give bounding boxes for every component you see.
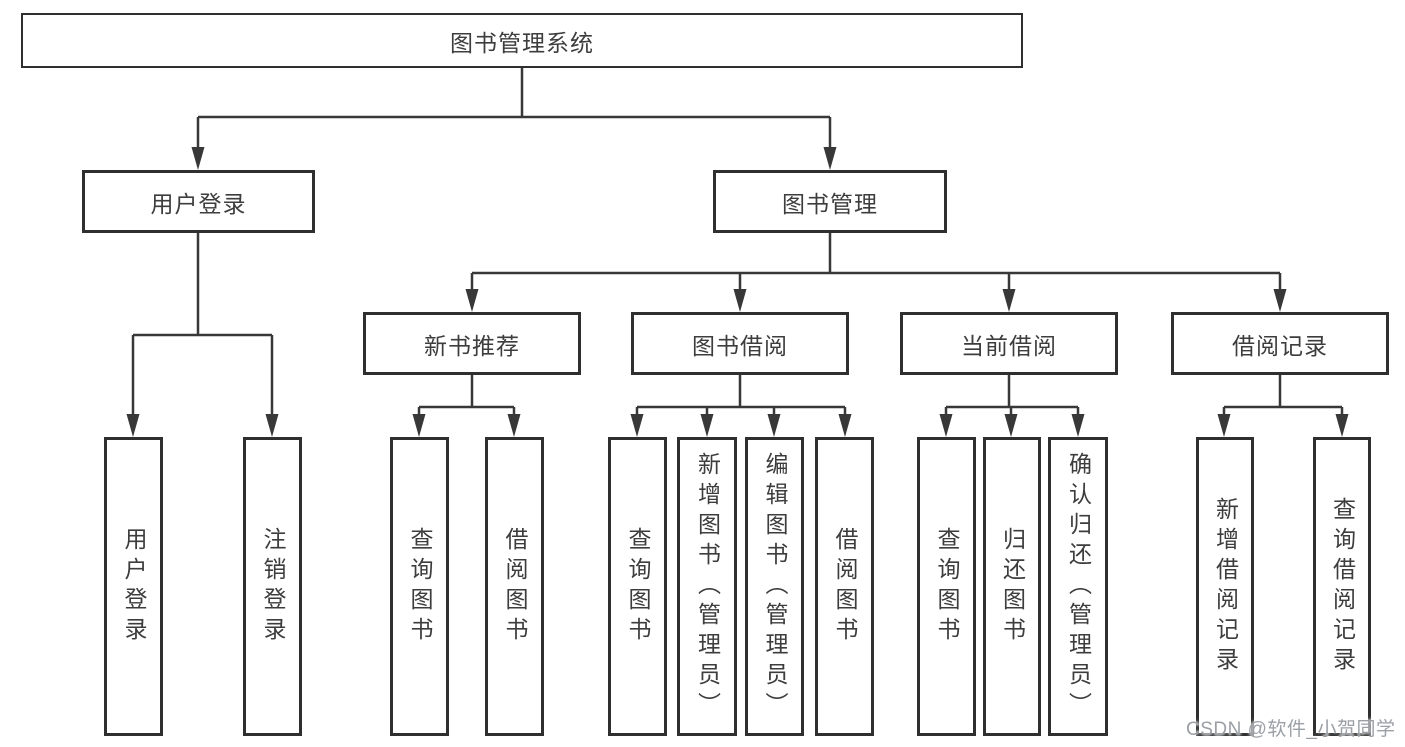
node-label: 注销登录 — [260, 526, 286, 647]
node-label: 图书管理 — [782, 190, 878, 217]
node-label: 借阅图书 — [832, 526, 858, 647]
node-label: 确认归还（管理员） — [1065, 451, 1092, 722]
leaf-borrow-books-recommend: 借阅图书 — [485, 437, 544, 736]
leaf-confirm-return-admin: 确认归还（管理员） — [1048, 437, 1108, 736]
node-label: 图书管理系统 — [450, 29, 594, 56]
node-label: 查询借阅记录 — [1329, 496, 1356, 677]
node-label: 归还图书 — [999, 526, 1026, 647]
node-current-borrowing: 当前借阅 — [900, 312, 1118, 375]
node-label: 查询图书 — [934, 526, 960, 647]
node-label: 新增借阅记录 — [1212, 496, 1239, 677]
leaf-query-books-recommend: 查询图书 — [390, 437, 449, 736]
leaf-borrow-books: 借阅图书 — [815, 437, 874, 736]
leaf-user-login: 用户登录 — [104, 437, 163, 736]
csdn-watermark: CSDN @软件_小贺同学 — [1186, 719, 1396, 740]
node-user-login-branch: 用户登录 — [82, 170, 315, 233]
node-label: 图书借阅 — [692, 332, 788, 359]
node-label: 借阅图书 — [502, 526, 528, 647]
arrow-down-icons — [126, 147, 1349, 437]
node-label: 新增图书（管理员） — [694, 451, 721, 722]
node-root-library-system: 图书管理系统 — [21, 13, 1023, 68]
leaf-query-books-current: 查询图书 — [917, 437, 976, 736]
node-label: 查询图书 — [407, 526, 433, 647]
node-book-borrowing: 图书借阅 — [631, 312, 849, 375]
node-new-book-recommend: 新书推荐 — [363, 312, 581, 375]
node-label: 新书推荐 — [424, 332, 520, 359]
leaf-edit-books-admin: 编辑图书（管理员） — [745, 437, 804, 736]
leaf-add-borrow-record: 新增借阅记录 — [1196, 437, 1254, 736]
leaf-query-borrow-record: 查询借阅记录 — [1313, 437, 1371, 736]
node-label: 借阅记录 — [1232, 332, 1328, 359]
node-book-management: 图书管理 — [713, 170, 947, 233]
leaf-add-books-admin: 新增图书（管理员） — [677, 437, 737, 736]
node-borrow-records: 借阅记录 — [1171, 312, 1389, 375]
node-label: 查询图书 — [625, 526, 651, 647]
leaf-query-books-borrowing: 查询图书 — [608, 437, 667, 736]
leaf-return-books: 归还图书 — [983, 437, 1041, 736]
leaf-logout: 注销登录 — [243, 437, 302, 736]
node-label: 用户登录 — [150, 190, 247, 217]
node-label: 编辑图书（管理员） — [762, 451, 788, 722]
tree-edges — [131, 68, 1344, 419]
node-label: 当前借阅 — [961, 332, 1057, 359]
node-label: 用户登录 — [121, 526, 147, 647]
